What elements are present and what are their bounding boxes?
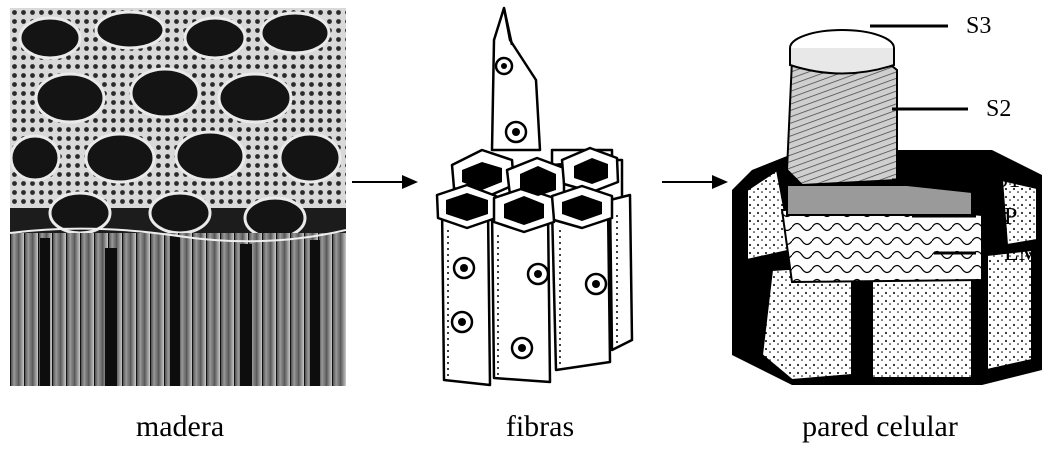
caption-wood: madera [110, 410, 250, 444]
label-lm: LM [1004, 241, 1040, 265]
label-s1: S1 [995, 168, 1020, 192]
right-arrow-icon [350, 172, 420, 192]
label-s3: S3 [966, 14, 991, 38]
label-p: P [1004, 205, 1017, 229]
wood-micrograph [10, 8, 346, 386]
label-s2: S2 [986, 97, 1011, 121]
fibers-drawing [432, 0, 644, 392]
caption-cell-wall: pared celular [770, 410, 990, 444]
caption-fibers: fibras [470, 410, 610, 444]
right-arrow-icon [660, 172, 730, 192]
cell-wall-drawing [732, 10, 1061, 390]
